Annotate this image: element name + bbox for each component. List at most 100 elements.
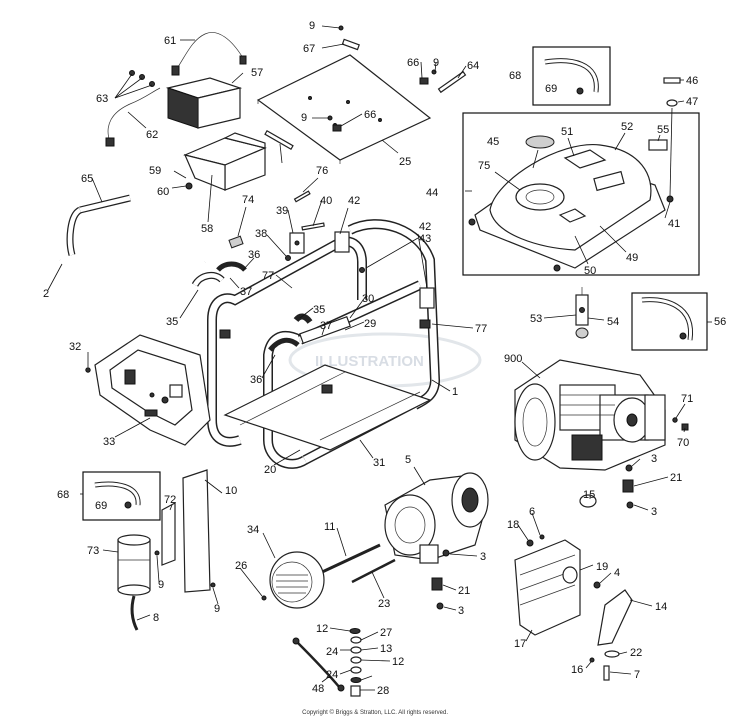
tank-assembly-box (462, 112, 700, 276)
cable-62 (107, 87, 161, 143)
callout-label: 51 (561, 126, 573, 138)
callout-label: 42 (419, 221, 431, 233)
alternator-5 (384, 472, 489, 564)
fuel-tank-44 (468, 144, 674, 272)
callout-label: 66 (407, 57, 419, 69)
frame-1 (207, 219, 441, 469)
callout-label: 14 (655, 601, 667, 613)
washer-47 (666, 99, 678, 107)
callout-label: 53 (530, 313, 542, 325)
callout-label: 56 (714, 316, 726, 328)
callout-label: 3 (458, 605, 464, 617)
callout-label: 40 (320, 195, 332, 207)
callout-label: 47 (686, 96, 698, 108)
nut-3-b (626, 501, 634, 509)
callout-label: 66 (364, 109, 376, 121)
watermark-text: ILLUSTRATION (315, 353, 424, 370)
nut-38 (285, 255, 291, 261)
bracket-67 (341, 38, 360, 51)
mounting-plate-25 (256, 54, 432, 164)
callout-label: 12 (316, 623, 328, 635)
callout-label: 20 (264, 464, 276, 476)
callout-label: 27 (380, 627, 392, 639)
callout-label: 73 (87, 545, 99, 557)
callout-label: 72 (164, 494, 176, 506)
callout-label: 37 (240, 286, 252, 298)
callout-label: 37 (320, 320, 332, 332)
callout-label: 75 (478, 160, 490, 172)
cable-end (105, 137, 115, 147)
callout-label: 46 (686, 75, 698, 87)
callout-label: 32 (69, 341, 81, 353)
nut-3-a (625, 464, 633, 472)
callout-label: 4 (614, 567, 620, 579)
hardware-stack (349, 628, 362, 697)
callout-label: 41 (668, 218, 680, 230)
callout-label: 42 (348, 195, 360, 207)
fitting-74 (228, 235, 244, 249)
callout-label: 3 (480, 551, 486, 563)
callout-label: 3 (651, 453, 657, 465)
callout-label: 24 (326, 669, 338, 681)
callout-label: 35 (313, 304, 325, 316)
callout-label: 18 (507, 519, 519, 531)
screws-63 (129, 70, 155, 87)
callout-label: 21 (458, 585, 470, 597)
callout-label: 22 (630, 647, 642, 659)
callout-label: 77 (262, 270, 274, 282)
callout-label: 43 (419, 233, 431, 245)
callout-label: 59 (149, 165, 161, 177)
filter-73 (117, 534, 151, 596)
callout-label: 45 (487, 136, 499, 148)
callout-label: 11 (324, 521, 335, 533)
bar-64-top (437, 70, 467, 94)
fuel-line-end-2 (239, 55, 247, 65)
callout-label: 17 (514, 638, 526, 650)
fuel-cap-45 (525, 135, 555, 149)
rod-11 (319, 543, 381, 575)
screw-32 (85, 367, 91, 373)
callout-label: 67 (303, 43, 315, 55)
callout-label: 68 (509, 70, 521, 82)
bolt-7 (603, 665, 610, 681)
callout-label: 28 (377, 685, 389, 697)
bar-64-lower (264, 129, 294, 151)
engine-900 (514, 359, 666, 471)
callout-label: 36 (248, 249, 260, 261)
callout-label: 25 (399, 156, 411, 168)
callout-label: 44 (426, 187, 438, 199)
washer-22 (604, 650, 620, 658)
callout-label: 69 (545, 83, 557, 95)
hose-box-68-bottom (82, 471, 161, 521)
callout-label: 1 (452, 386, 458, 398)
leader-lines (47, 25, 712, 691)
callout-label: 9 (214, 603, 220, 615)
bolt-76 (293, 190, 311, 203)
callout-label: 29 (364, 318, 376, 330)
callout-label: 52 (621, 121, 633, 133)
callout-label: 61 (164, 35, 176, 47)
bolt-46 (663, 77, 681, 84)
callout-label: 38 (255, 228, 267, 240)
nut-3-d (436, 602, 444, 610)
control-panel-33 (94, 334, 211, 446)
part-71 (672, 417, 678, 423)
callout-label: 60 (157, 186, 169, 198)
muffler-17 (514, 539, 581, 636)
isolator-21-a (622, 479, 634, 493)
callout-label: 30 (362, 293, 374, 305)
callout-label: 48 (312, 683, 324, 695)
screw-9-b (210, 582, 216, 588)
callout-label: 65 (81, 173, 93, 185)
callout-label: 24 (326, 646, 338, 658)
callout-label: 9 (301, 112, 307, 124)
gasket-15 (579, 494, 597, 508)
callout-labels: 9 67 66 9 64 68 69 46 47 61 57 63 62 9 6… (43, 20, 726, 697)
callout-label: 68 (57, 489, 69, 501)
callout-label: 16 (571, 664, 583, 676)
callout-label: 76 (316, 165, 328, 177)
fuel-line-end (171, 65, 180, 76)
callout-label: 10 (225, 485, 237, 497)
callout-label: 69 (95, 500, 107, 512)
